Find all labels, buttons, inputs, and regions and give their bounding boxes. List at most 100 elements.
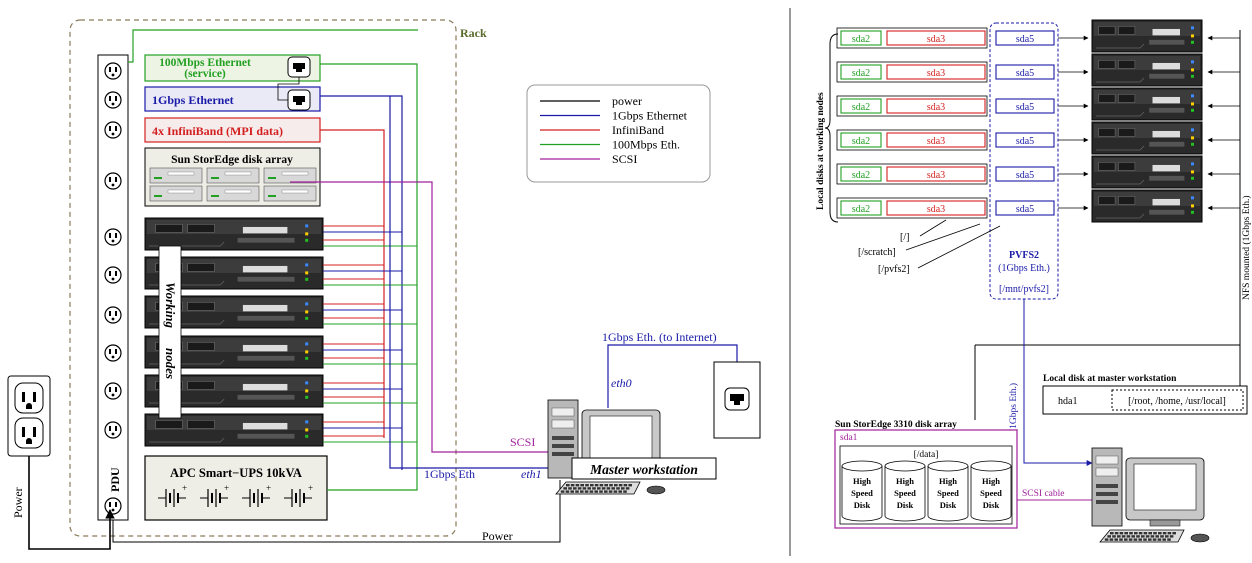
partition-sda3: sda3	[887, 65, 985, 79]
disk-bay	[207, 186, 259, 201]
partition-label: sda3	[927, 204, 945, 215]
svg-text:+: +	[266, 483, 271, 493]
partition-row: sda2 sda3 sda5	[837, 20, 1240, 52]
server-icon	[145, 218, 323, 250]
pdu-outlet-icon	[105, 498, 121, 514]
disk-word: High	[939, 476, 957, 486]
pvfs2-sub: (1Gbps Eth.)	[998, 263, 1050, 274]
partition-label: sda5	[1016, 136, 1034, 147]
pdu-outlet-icon	[105, 383, 121, 399]
keyboard-icon	[556, 482, 640, 494]
disk-bay	[264, 186, 316, 201]
server-icon	[1092, 20, 1202, 52]
disk-word: High	[982, 476, 1000, 486]
partition-row: sda2 sda3 sda5	[837, 54, 1240, 86]
server-icon	[1092, 122, 1202, 154]
partition-label: sda3	[927, 34, 945, 45]
disk-word: High	[853, 476, 871, 486]
keyboard-icon	[1100, 530, 1184, 542]
server-icon	[145, 414, 323, 446]
mount-arrow-root	[920, 220, 946, 236]
server-icon	[1092, 54, 1202, 86]
high-speed-disk-icon: HighSpeedDisk	[971, 461, 1011, 521]
disk-word: Speed	[980, 488, 1002, 498]
server-icon	[1092, 190, 1202, 222]
disk-word: Speed	[894, 488, 916, 498]
partition-sda2: sda2	[841, 31, 881, 45]
pdu-outlet-icon	[105, 63, 121, 79]
legend-label: 1Gbps Ethernet	[612, 109, 688, 123]
partition-rows: sda2sda3sda5sda2sda3sda5sda2sda3sda5sda2…	[837, 20, 1240, 222]
pdu-outlet-icon	[105, 422, 121, 438]
partition-sda3: sda3	[887, 167, 985, 181]
socket-icon	[288, 57, 310, 77]
scsi-label: SCSI	[510, 435, 535, 449]
workstation-icon	[1092, 448, 1209, 542]
partition-sda2: sda2	[841, 133, 881, 147]
svg-text:+: +	[224, 483, 229, 493]
mount-pvfs2: [/pvfs2]	[878, 264, 910, 275]
disk-bay	[150, 186, 202, 201]
disk-bay	[264, 168, 316, 183]
switch-1gbps-label: 1Gbps Ethernet	[152, 93, 234, 107]
data-mount: [/data]	[914, 450, 939, 460]
partition-label: sda5	[1016, 34, 1034, 45]
mount-root: [/]	[900, 232, 909, 243]
pdu-label: PDU	[108, 467, 122, 492]
partition-row: sda2 sda3 sda5	[837, 156, 1240, 188]
sda1-label: sda1	[840, 433, 858, 443]
rack-label: Rack	[460, 26, 487, 40]
server-icon	[1092, 156, 1202, 188]
storedge-title: Sun StorEdge 3310 disk array	[835, 420, 957, 430]
legend-label: InfiniBand	[612, 123, 664, 137]
working-nodes-label-box	[159, 246, 181, 418]
pdu-outlet-icon	[105, 267, 121, 283]
partition-sda5: sda5	[996, 201, 1054, 215]
partition-sda2: sda2	[841, 201, 881, 215]
high-speed-disk-icon: HighSpeedDisk	[842, 461, 882, 521]
partition-label: sda2	[852, 102, 870, 113]
local-disks-brace	[825, 34, 838, 222]
legend-label: 100Mbps Eth.	[612, 138, 680, 152]
switch-infiniband-label: 4x InfiniBand (MPI data)	[152, 124, 283, 138]
partition-label: sda2	[852, 170, 870, 181]
nfs-label: NFS mounted (1Gbps Eth.)	[1241, 196, 1252, 301]
disk-bay	[150, 168, 202, 183]
ethernet-jack-icon	[725, 388, 749, 410]
wall-outlet-icon	[15, 383, 43, 413]
gbe-vertical-label: (1Gbps Eth.)	[1008, 383, 1019, 432]
partition-label: sda5	[1016, 170, 1034, 181]
mouse-icon	[647, 486, 665, 494]
ups-label: APC Smart−UPS 10kVA	[170, 466, 302, 480]
mount-arrow-scratch	[906, 224, 980, 250]
partition-sda5: sda5	[996, 167, 1054, 181]
partition-label: sda5	[1016, 102, 1034, 113]
partition-row: sda2 sda3 sda5	[837, 190, 1240, 222]
pvfs2-title: PVFS2	[1009, 250, 1039, 261]
pdu-outlet-icon	[105, 92, 121, 108]
wall-power-label: Power	[11, 487, 25, 518]
power-label: Power	[482, 529, 513, 543]
legend-label: power	[612, 94, 642, 108]
mount-arrow-pvfs2	[918, 226, 1000, 268]
partition-sda3: sda3	[887, 201, 985, 215]
partition-label: sda2	[852, 68, 870, 79]
pvfs2-mount: [/mnt/pvfs2]	[999, 284, 1049, 295]
left-diagram: Rack PDU 100Mbps Ethernet (service) 1Gbp…	[8, 20, 760, 549]
local-disk-master-title: Local disk at master workstation	[1043, 374, 1177, 384]
disk-word: Disk	[854, 500, 871, 510]
partition-label: sda2	[852, 34, 870, 45]
svg-text:+: +	[182, 483, 187, 493]
partition-label: sda5	[1016, 68, 1034, 79]
pdu-outlet-icon	[105, 122, 121, 138]
workstation-icon	[548, 400, 665, 494]
storage-array-title: Sun StorEdge disk array	[171, 154, 293, 166]
gbe-label: 1Gbps Eth	[424, 467, 475, 481]
scsi-cable	[290, 182, 555, 452]
partition-sda5: sda5	[996, 65, 1054, 79]
partition-sda3: sda3	[887, 133, 985, 147]
master-label: Master workstation	[589, 462, 698, 477]
